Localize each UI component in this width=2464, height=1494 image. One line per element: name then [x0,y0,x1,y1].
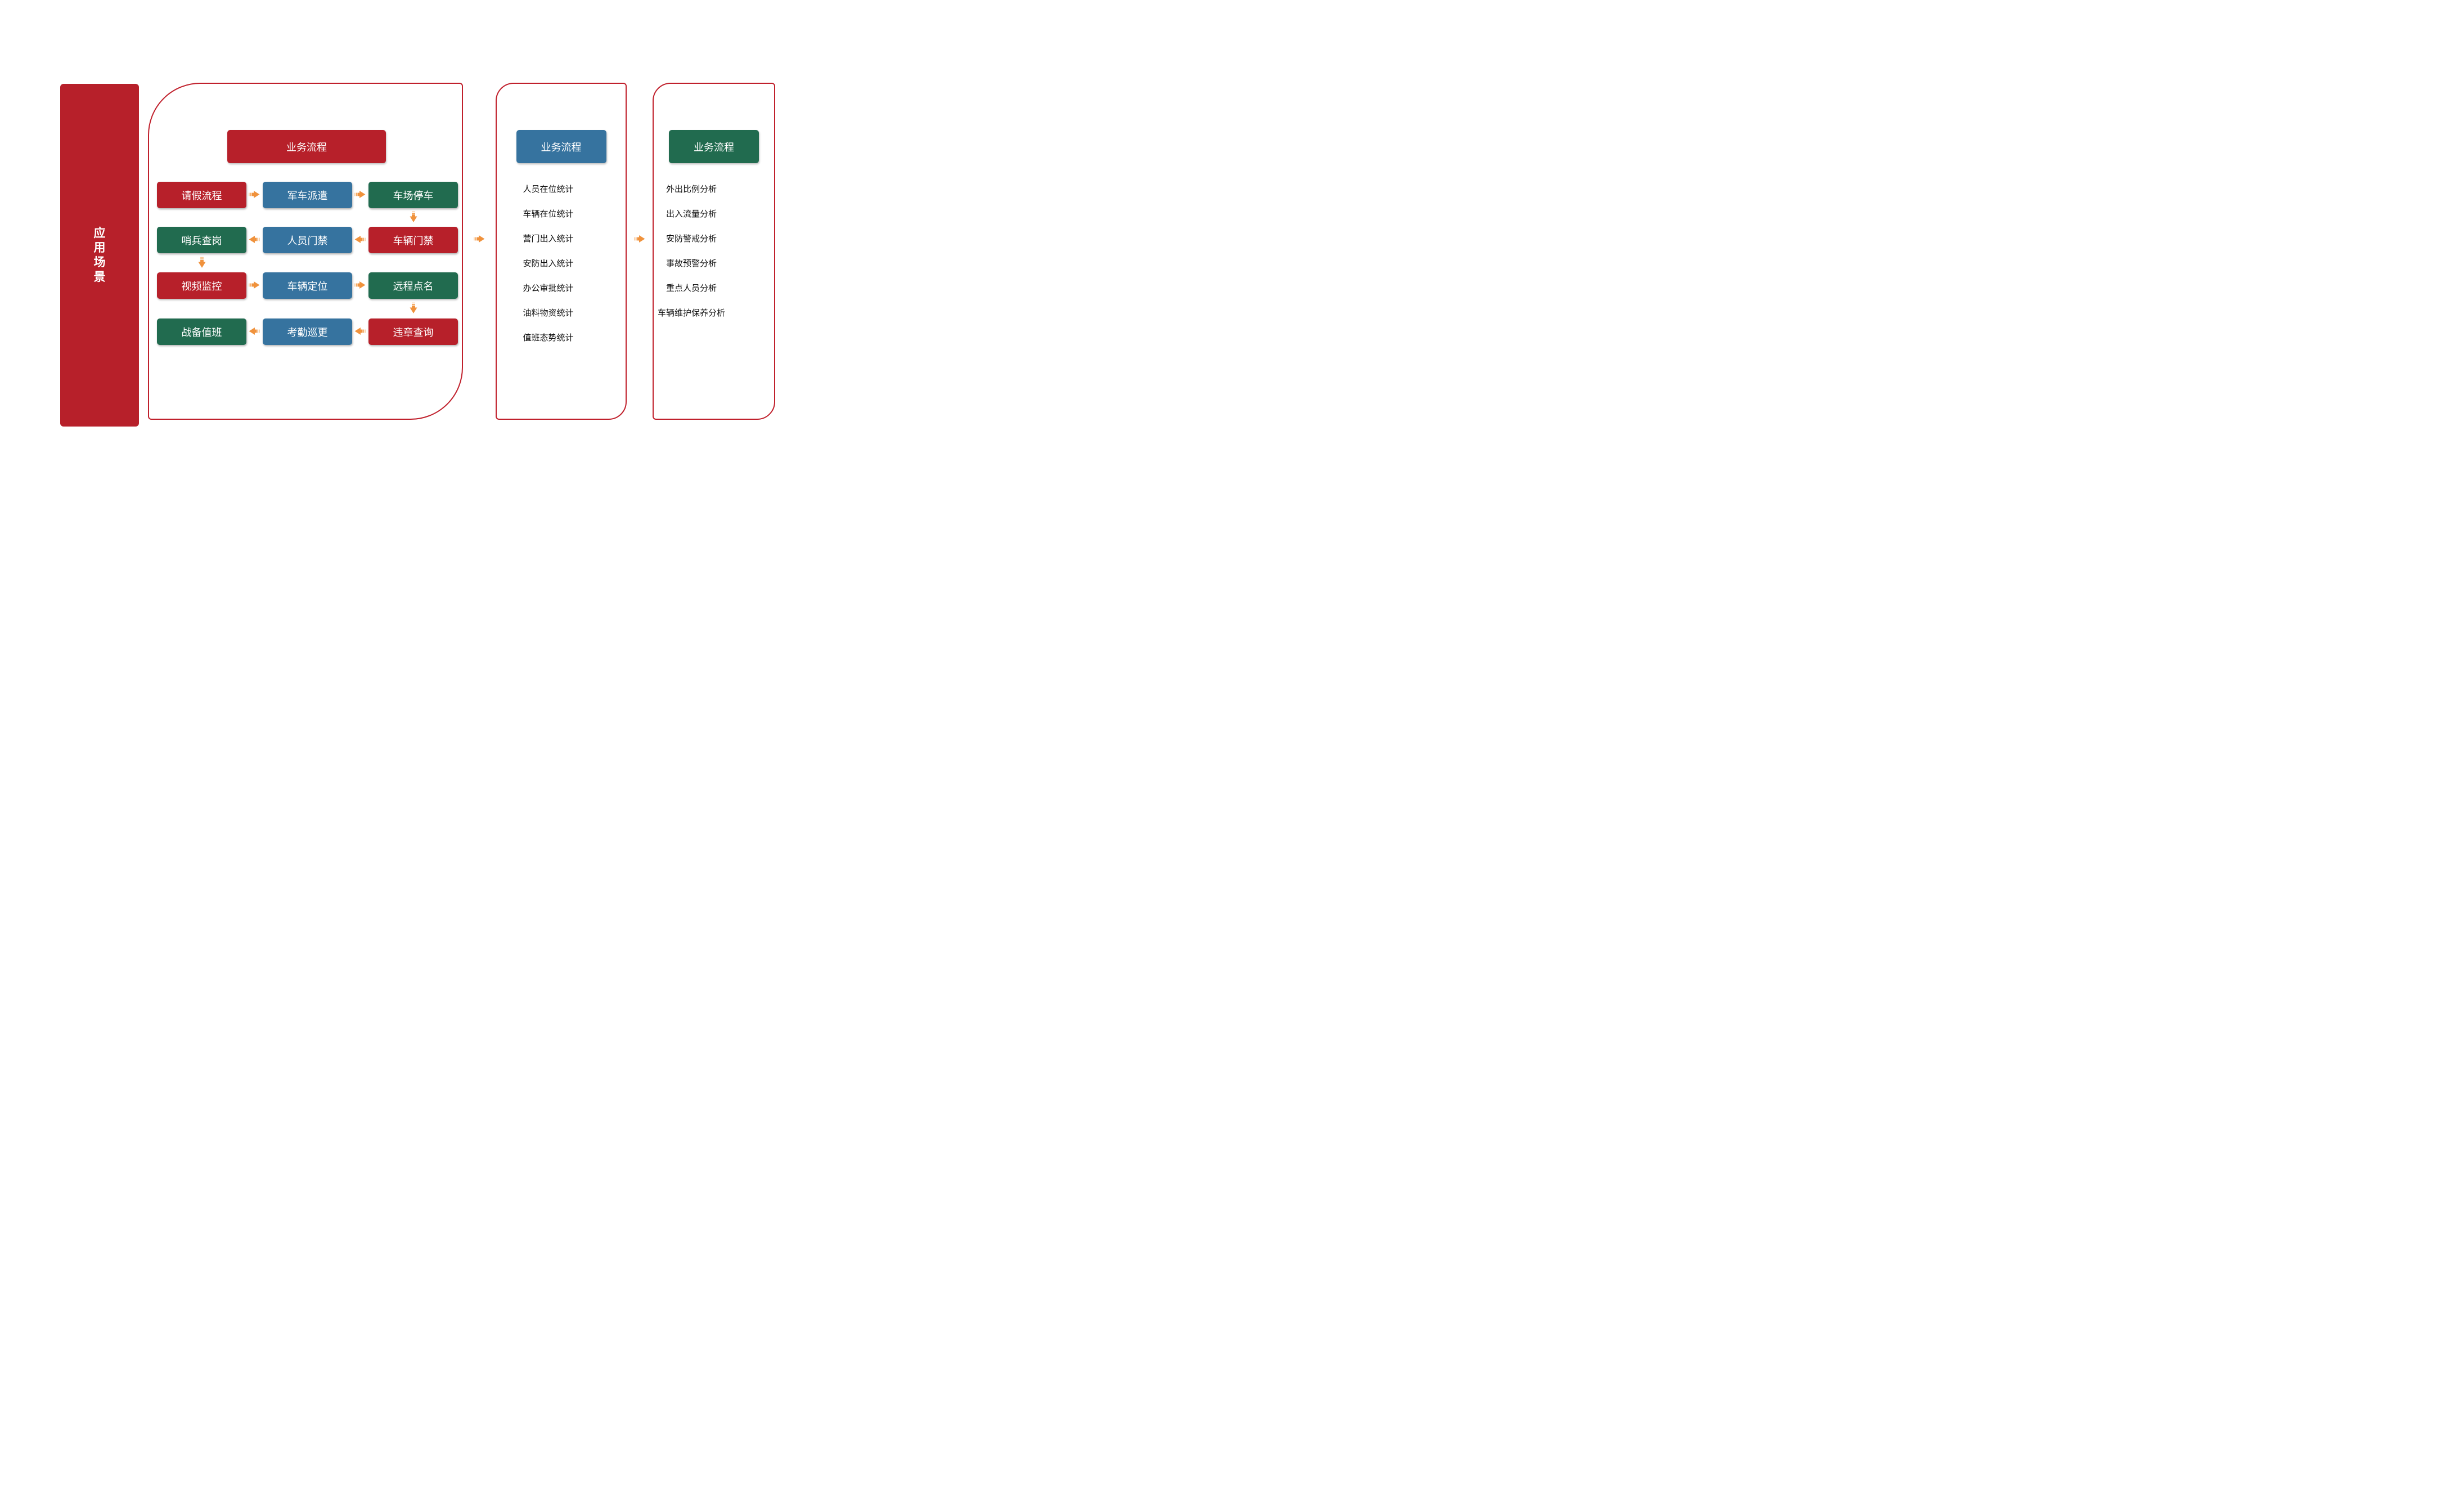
striped-arrow-down-icon [198,257,206,268]
list-item: 安防出入统计 [523,259,574,268]
scenario-title-bar: 应用场景 [60,84,139,427]
striped-arrow-down-icon [410,211,417,223]
flow-panel-header: 业务流程 [227,130,386,163]
statistics-panel-header: 业务流程 [516,130,606,163]
striped-arrow-right-icon [354,281,366,289]
list-item: 安防警戒分析 [666,234,717,244]
striped-arrow-left-icon [249,236,260,243]
list-item: 出入流量分析 [666,209,717,219]
flow-box-r4c3: 违章查询 [368,318,458,345]
list-item: 办公审批统计 [523,284,574,293]
list-item: 车辆维护保养分析 [657,308,725,318]
flow-box-r1c2: 军车派遣 [263,182,352,208]
flow-box-r3c2: 车辆定位 [263,272,352,299]
striped-arrow-left-icon [354,236,366,243]
list-item: 事故预警分析 [666,259,717,268]
statistics-list: 人员在位统计 车辆在位统计 营门出入统计 安防出入统计 办公审批统计 油料物资统… [484,177,613,351]
flow-box-r1c1: 请假流程 [157,182,246,208]
statistics-panel: 业务流程 人员在位统计 车辆在位统计 营门出入统计 安防出入统计 办公审批统计 … [496,83,627,420]
application-scenarios-diagram: 应用场景 业务流程 请假流程 军车派遣 车场停车 哨兵查岗 人员门禁 车辆门禁 … [0,0,821,498]
striped-arrow-right-icon [634,235,645,243]
list-item: 值班态势统计 [523,333,574,343]
flow-box-r2c2: 人员门禁 [263,227,352,253]
flow-panel: 业务流程 请假流程 军车派遣 车场停车 哨兵查岗 人员门禁 车辆门禁 视频监控 … [148,83,463,420]
scenario-title-text: 应用场景 [93,226,106,284]
striped-arrow-down-icon [410,302,417,314]
striped-arrow-right-icon [354,191,366,198]
list-item: 车辆在位统计 [523,209,574,219]
striped-arrow-left-icon [249,327,260,335]
flow-box-r4c1: 战备值班 [157,318,246,345]
list-item: 油料物资统计 [523,308,574,318]
striped-arrow-right-icon [249,191,260,198]
list-item: 人员在位统计 [523,185,574,194]
analysis-panel-header: 业务流程 [669,130,759,163]
list-item: 重点人员分析 [666,284,717,293]
flow-box-r2c3: 车辆门禁 [368,227,458,253]
striped-arrow-right-icon [474,235,485,243]
list-item: 营门出入统计 [523,234,574,244]
flow-box-r3c1: 视频监控 [157,272,246,299]
analysis-panel: 业务流程 外出比例分析 出入流量分析 安防警戒分析 事故预警分析 重点人员分析 … [653,83,775,420]
list-item: 外出比例分析 [666,185,717,194]
striped-arrow-left-icon [354,327,366,335]
flow-box-r2c1: 哨兵查岗 [157,227,246,253]
flow-box-r3c3: 远程点名 [368,272,458,299]
flow-box-r1c3: 车场停车 [368,182,458,208]
analysis-list: 外出比例分析 出入流量分析 安防警戒分析 事故预警分析 重点人员分析 车辆维护保… [631,177,752,326]
flow-box-r4c2: 考勤巡更 [263,318,352,345]
striped-arrow-right-icon [249,281,260,289]
